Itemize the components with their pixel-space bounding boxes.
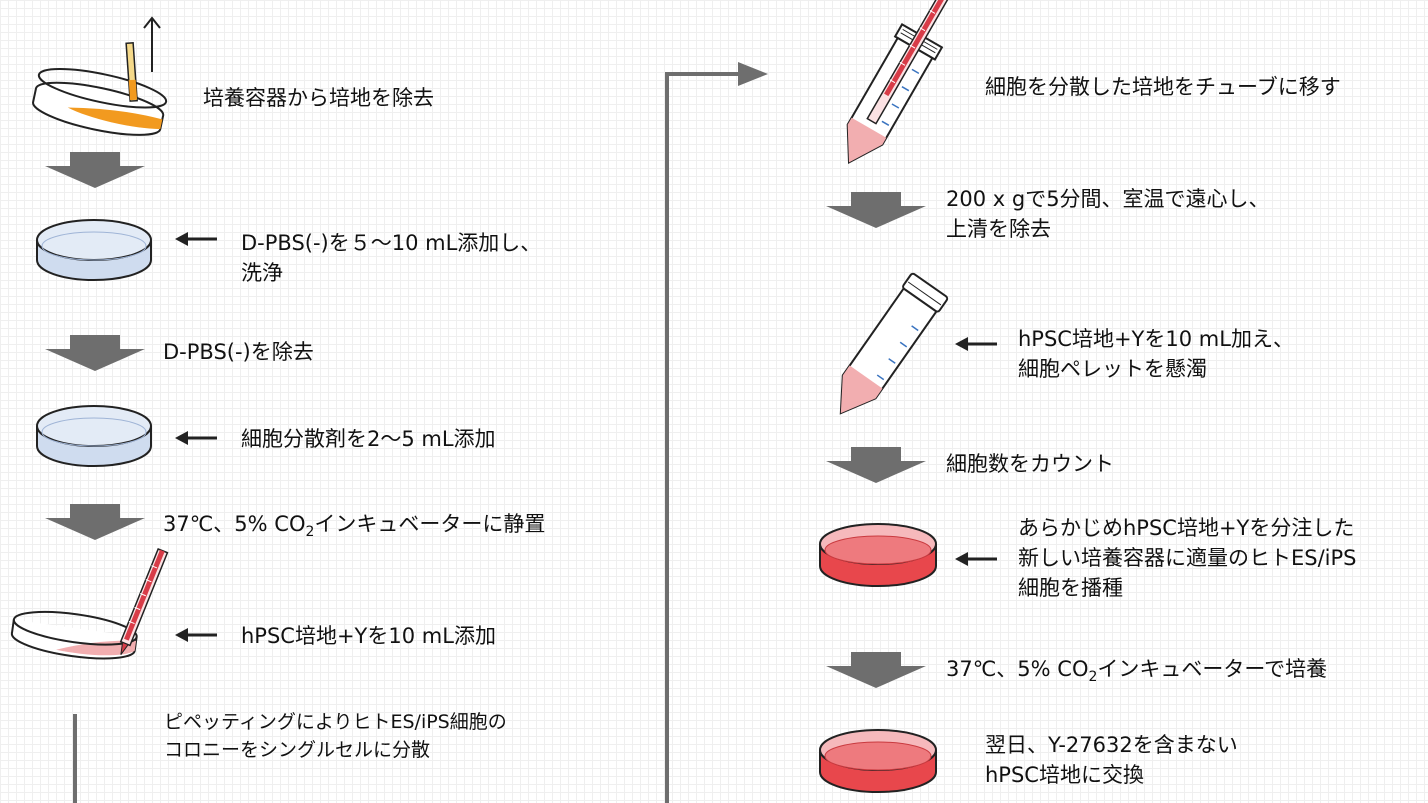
left-arrow-icon — [175, 431, 217, 445]
step-pipetting: ピペッティングによりヒトES/iPS細胞の コロニーをシングルセルに分散 — [164, 708, 507, 764]
step-transfer: 細胞を分散した培地をチューブに移す — [985, 72, 1341, 102]
step-text-line2: コロニーをシングルセルに分散 — [164, 739, 431, 761]
culture-dish-icon — [36, 219, 152, 281]
tilted-dish-icon — [32, 68, 168, 136]
step-text-line1: ピペッティングによりヒトES/iPS細胞の — [164, 711, 507, 733]
down-flow-arrow-icon — [45, 152, 145, 188]
step-count: 細胞数をカウント — [946, 449, 1114, 479]
step-text-line1: hPSC培地+Yを10 mL加え、 — [1018, 327, 1294, 351]
conical-tube-icon — [846, 0, 952, 164]
step-resuspend: hPSC培地+Yを10 mL加え、 細胞ペレットを懸濁 — [1018, 324, 1294, 384]
tilted-dish-icon — [10, 610, 138, 660]
culture-dish-icon — [819, 729, 937, 793]
step-text-sub: 2 — [1088, 669, 1098, 686]
step-remove-medium: 培養容器から培地を除去 — [203, 83, 434, 113]
step-text-pre: 37℃、5% CO — [163, 512, 306, 536]
right-arrow-icon — [738, 62, 768, 86]
down-flow-arrow-icon — [826, 652, 926, 688]
culture-dish-icon — [36, 405, 152, 467]
step-text-line2: 細胞ペレットを懸濁 — [1018, 357, 1207, 381]
connector-line-left — [73, 714, 77, 803]
step-text: hPSC培地+Yを10 mL添加 — [241, 624, 496, 648]
pipette-icon — [125, 41, 138, 102]
step-text-line1: 200 x gで5分間、室温で遠心し、 — [946, 187, 1270, 211]
up-arrow-icon — [143, 16, 161, 72]
pipette-icon — [119, 547, 169, 655]
conical-tube-icon — [839, 272, 949, 415]
step-dpbs-remove: D-PBS(-)を除去 — [163, 337, 314, 367]
step-text-post: インキュベーターで培養 — [1097, 657, 1328, 681]
step-text: 細胞分散剤を2～5 mL添加 — [241, 427, 496, 451]
step-dpbs-wash: D-PBS(-)を５～10 mL添加し、 洗浄 — [241, 228, 541, 288]
step-culture: 37℃、5% CO2インキュベーターで培養 — [946, 654, 1327, 692]
step-text-line3: 細胞を播種 — [1018, 576, 1123, 600]
culture-dish-icon — [819, 523, 937, 587]
step-exchange: 翌日、Y-27632を含まない hPSC培地に交換 — [985, 730, 1238, 790]
step-text-post: インキュベーターに静置 — [314, 512, 546, 536]
down-flow-arrow-icon — [826, 192, 926, 228]
connector-line-top — [665, 72, 743, 76]
left-arrow-icon — [175, 232, 217, 246]
step-text: 細胞数をカウント — [946, 452, 1114, 476]
left-arrow-icon — [955, 337, 997, 351]
step-text-line2: 新しい培養容器に適量のヒトES/iPS — [1018, 546, 1357, 570]
step-text-line2: 洗浄 — [241, 261, 283, 285]
down-flow-arrow-icon — [826, 447, 926, 483]
down-flow-arrow-icon — [45, 335, 145, 371]
step-text-line2: hPSC培地に交換 — [985, 763, 1144, 787]
step-text-line1: D-PBS(-)を５～10 mL添加し、 — [241, 231, 542, 255]
step-text-line1: あらかじめhPSC培地+Yを分注した — [1018, 516, 1355, 540]
step-text: D-PBS(-)を除去 — [163, 340, 314, 364]
down-flow-arrow-icon — [45, 504, 145, 540]
step-dissociation: 細胞分散剤を2～5 mL添加 — [241, 424, 496, 454]
step-incubate: 37℃、5% CO2インキュベーターに静置 — [163, 509, 545, 547]
step-add-hpsc: hPSC培地+Yを10 mL添加 — [241, 621, 496, 651]
step-text-pre: 37℃、5% CO — [946, 657, 1089, 681]
step-seed: あらかじめhPSC培地+Yを分注した 新しい培養容器に適量のヒトES/iPS 細… — [1018, 513, 1357, 603]
left-arrow-icon — [955, 552, 997, 566]
step-text-line1: 翌日、Y-27632を含まない — [985, 733, 1238, 757]
step-text-line2: 上清を除去 — [946, 217, 1051, 241]
connector-line-center — [665, 72, 669, 803]
step-centrifuge: 200 x gで5分間、室温で遠心し、 上清を除去 — [946, 184, 1270, 244]
step-text-sub: 2 — [305, 524, 315, 541]
step-text: 培養容器から培地を除去 — [203, 86, 434, 110]
left-arrow-icon — [175, 628, 217, 642]
step-text: 細胞を分散した培地をチューブに移す — [985, 75, 1341, 99]
